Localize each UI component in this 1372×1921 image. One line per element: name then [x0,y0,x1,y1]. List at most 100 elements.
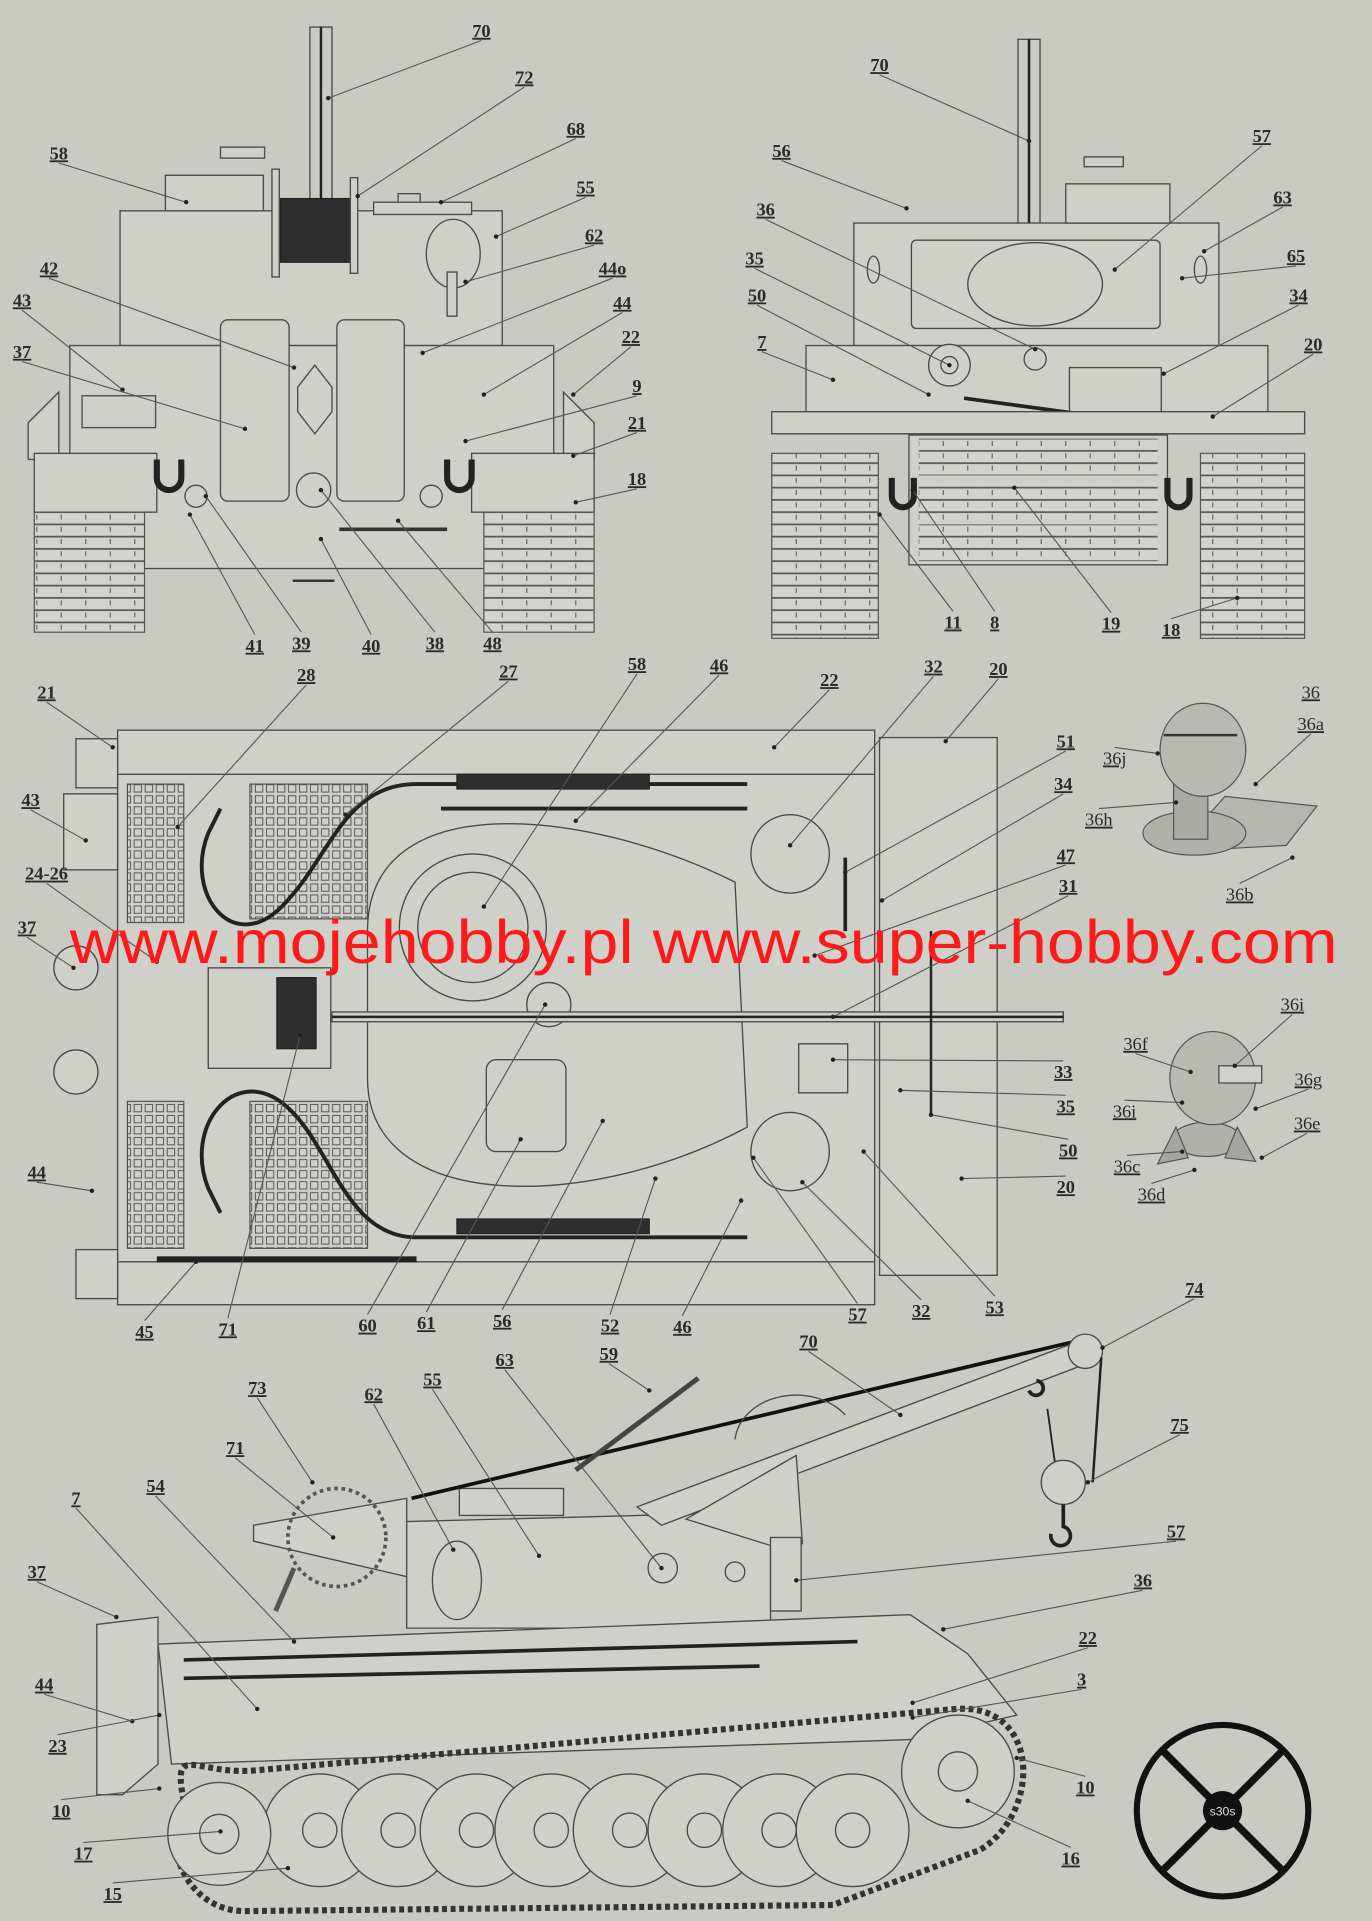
front-part-label: 8 [990,613,999,633]
leader-line [879,514,954,612]
leader-line [796,1540,1177,1581]
track-left [771,452,879,639]
leader-line [1182,265,1297,279]
leader-dot [1161,371,1166,376]
rear-part-label: 44o [599,259,627,279]
leader-dot [318,487,324,493]
rear-part-label: 58 [50,143,68,163]
leader-line [43,1693,133,1722]
leader-line [205,495,302,633]
rear-part-label: 68 [567,119,585,139]
detail36-part-label: 36c [1114,1156,1141,1176]
leader-dot [1253,1106,1258,1111]
leader-dot [941,1627,946,1632]
leader-line [234,1457,334,1538]
side-part-label: 74 [1185,1279,1203,1299]
leader-line [483,673,638,907]
detail36-part-label: 36 [1302,682,1320,702]
leader-dot [481,904,487,909]
top-view-drawing [53,729,1064,1306]
front-part-label: 18 [1162,620,1180,640]
leader-dot [1012,485,1017,490]
leader-line [881,793,1064,901]
leader-line [58,162,187,203]
front-part-label: 11 [944,613,961,633]
leader-line [814,864,1066,957]
leader-dot [291,1639,297,1644]
leader-line [1098,801,1177,810]
front-view-drawing [771,38,1306,639]
leader-dot [542,1002,548,1007]
detail-36-drawings [1142,702,1319,1165]
leader-line [373,1403,454,1550]
leader-line [781,160,907,209]
rear-part-label: 43 [13,290,31,310]
detail36-part-label: 36j [1103,749,1126,769]
leader-line [465,244,595,283]
top-part-label: 27 [499,662,517,682]
leader-line [501,1120,604,1310]
top-part-label: 20 [1057,1177,1075,1197]
leader-dot [947,362,952,368]
side-view-drawing [96,1333,1104,1915]
leader-line [1016,1757,1086,1777]
top-part-label: 32 [924,657,942,677]
leader-dot [659,1565,664,1571]
leader-dot [536,1553,542,1559]
leader-dot [1290,855,1295,860]
leader-line [752,1157,858,1304]
detail36-part-label: 36i [1113,1101,1136,1121]
hull-side [157,1613,1018,1765]
leader-line [789,675,934,846]
leader-line [912,489,996,612]
rear-part-label: 55 [576,178,594,198]
leader-line [46,882,158,963]
leader-dot [1259,1155,1264,1160]
leader-dot [1232,1063,1238,1069]
leader-dot [318,536,324,542]
side-part-label: 63 [496,1350,514,1370]
leader-dot [1085,1480,1091,1485]
top-part-label: 32 [912,1301,930,1321]
leader-dot [120,387,125,392]
side-part-label: 10 [1076,1777,1094,1797]
exhaust-left [219,319,290,502]
leader-dot [647,1388,652,1393]
leader-dot [355,193,360,199]
leader-line [1114,145,1263,271]
rear-part-label: 48 [483,633,501,653]
top-part-label: 31 [1059,876,1077,896]
leader-line [1170,597,1238,620]
drive-sprocket [167,1781,272,1887]
leader-line [21,360,246,430]
leader-dot [154,959,160,964]
front-part-label: 19 [1102,614,1120,634]
leader-line [21,309,123,391]
leader-line [1102,1298,1195,1349]
leader-dot [830,377,836,383]
leader-line [425,1139,522,1313]
leader-line [345,680,509,816]
leader-line [879,74,1030,142]
leader-dot [653,1176,658,1181]
leader-dot [463,438,468,444]
leader-line [967,1800,1071,1848]
side-part-label: 36 [1134,1570,1152,1590]
leader-line [900,1089,1066,1096]
leader-line [26,936,74,969]
side-part-label: 54 [146,1476,164,1496]
leader-dot [571,392,576,397]
leader-dot [203,494,209,499]
leader-dot [518,1137,523,1142]
leader-dot [110,745,115,750]
leader-dot [310,1480,315,1485]
leader-dot [175,824,180,830]
top-part-label: 52 [601,1316,619,1336]
side-part-label: 15 [104,1884,122,1904]
side-part-label: 16 [1061,1849,1079,1869]
winch-plate [252,1497,408,1578]
leader-line [483,312,623,396]
side-part-label: 57 [1167,1521,1185,1541]
leader-line [36,1581,117,1618]
